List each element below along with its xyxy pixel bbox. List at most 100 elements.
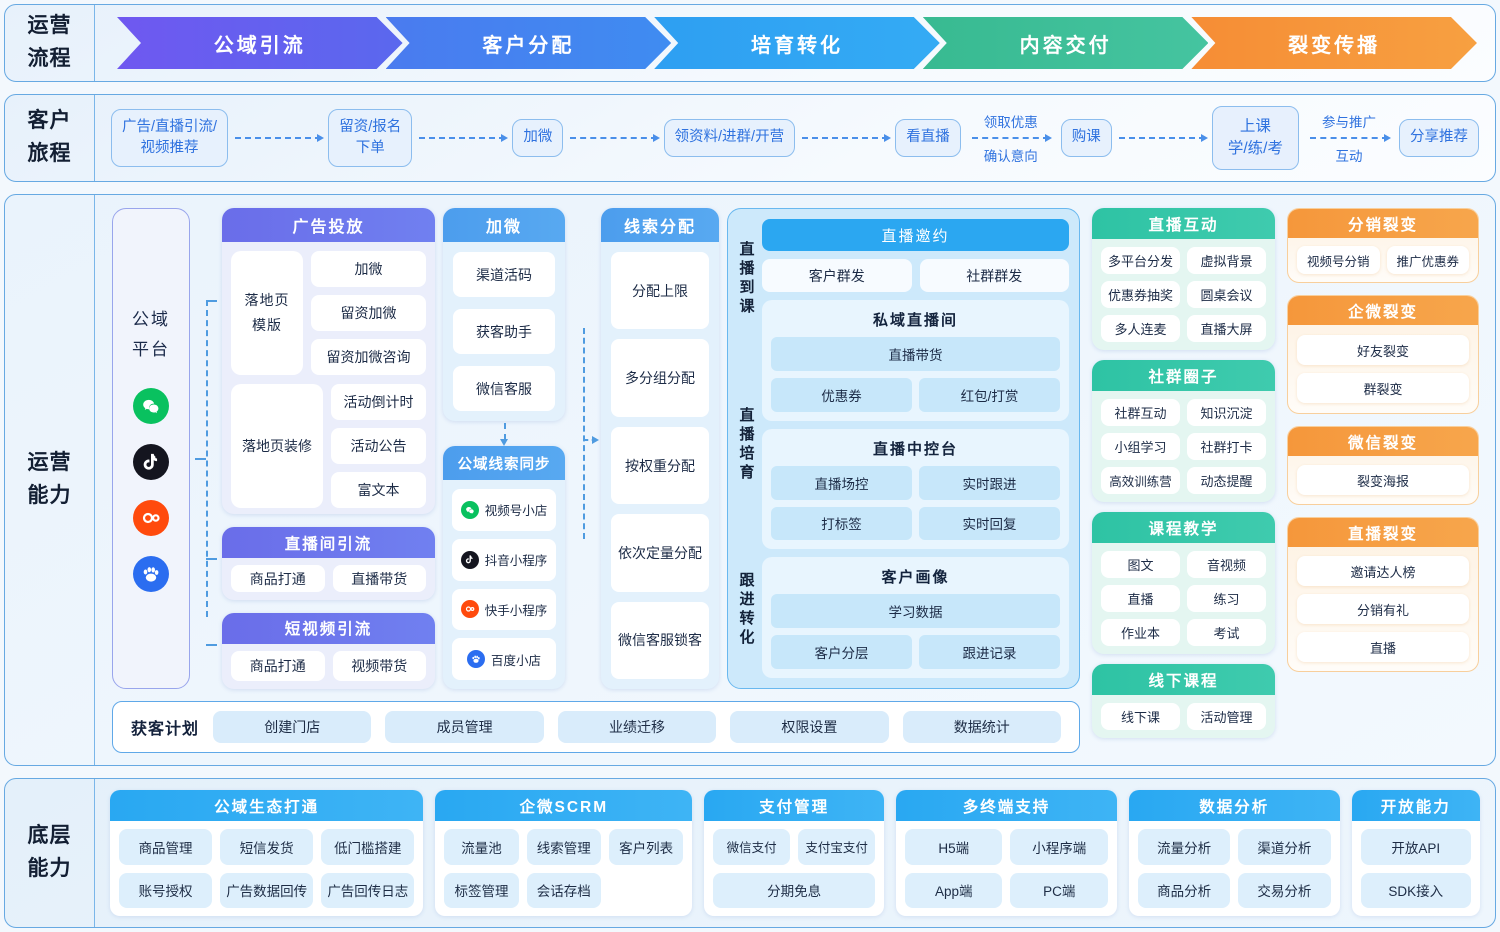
card-title: 公域平台 bbox=[132, 309, 170, 359]
feature-item: 社群打卡 bbox=[1187, 433, 1266, 460]
feature-item: 多平台分发 bbox=[1101, 247, 1180, 274]
card-title: 直播裂变 bbox=[1288, 518, 1478, 547]
feature-item: 直播 bbox=[1297, 632, 1469, 662]
live-invite-button: 直播邀约 bbox=[762, 219, 1069, 251]
card-live-interaction: 直播互动 多平台分发 虚拟背景 优惠券抽奖 圆桌会议 多人连麦 直播大屏 bbox=[1092, 208, 1275, 350]
flow-step-fission-spread: 裂变传播 bbox=[1191, 17, 1477, 69]
journey-step-join-group: 领资料/进群/开营 bbox=[663, 119, 796, 157]
bar-label: 获客计划 bbox=[131, 721, 200, 738]
feature-item: 留资加微咨询 bbox=[311, 339, 426, 375]
feature-item: 活动公告 bbox=[331, 428, 426, 464]
card-title: 课程教学 bbox=[1092, 512, 1275, 543]
feature-item: 多人连麦 bbox=[1101, 315, 1180, 342]
baidu-icon bbox=[133, 556, 169, 593]
card-private-liveroom: 私域直播间 直播带货 优惠券 红包/打赏 bbox=[762, 300, 1069, 421]
feature-item: 商品管理 bbox=[119, 829, 213, 865]
card-open-capability: 开放能力 开放API SDK接入 bbox=[1351, 790, 1480, 916]
dashed-line bbox=[206, 300, 208, 617]
feature-item: 直播 bbox=[1101, 585, 1180, 612]
card-title: 微信裂变 bbox=[1288, 427, 1478, 456]
feature-item: 优惠券 bbox=[771, 377, 912, 412]
card-data-analysis: 数据分析 流量分析 渠道分析 商品分析 交易分析 bbox=[1128, 790, 1340, 916]
card-title: 公域生态打通 bbox=[110, 790, 424, 821]
card-title: 客户画像 bbox=[881, 569, 950, 587]
journey-step-attend-class: 上课 学/练/考 bbox=[1211, 105, 1299, 171]
feature-item: 多分组分配 bbox=[611, 339, 709, 417]
feature-item: App端 bbox=[905, 872, 1003, 908]
plan-item: 成员管理 bbox=[385, 711, 544, 743]
feature-item: 直播带货 bbox=[332, 565, 426, 593]
feature-item: 视频号分销 bbox=[1297, 246, 1380, 274]
card-title: 直播互动 bbox=[1092, 208, 1275, 239]
feature-item: PC端 bbox=[1010, 872, 1108, 908]
feature-item: 富文本 bbox=[331, 472, 426, 508]
feature-item: 考试 bbox=[1187, 619, 1266, 646]
feature-landing-page-decorate: 落地页装修 bbox=[231, 384, 323, 508]
panel-side-label-followup-conversion: 跟进转化 bbox=[737, 572, 755, 648]
kuaishou-icon bbox=[460, 600, 479, 619]
feature-item: 小程序端 bbox=[1010, 829, 1108, 865]
arrow-label-top: 领取优惠 bbox=[983, 115, 1038, 130]
card-title: 广告投放 bbox=[222, 208, 435, 242]
section-label-operation-flow: 运营 流程 bbox=[5, 5, 95, 81]
feature-item: 微信客服 bbox=[453, 366, 555, 411]
sync-item-wechat-shop: 视频号小店 bbox=[452, 489, 556, 531]
journey-step-share-recommend: 分享推荐 bbox=[1398, 119, 1479, 157]
card-wecom-scrm: 企微SCRM 流量池 线索管理 客户列表 标签管理 会话存档 bbox=[435, 790, 693, 916]
flow-step-nurture-conversion: 培育转化 bbox=[654, 17, 940, 69]
feature-item: 广告回传日志 bbox=[321, 872, 415, 908]
journey-step-lead-signup: 留资/报名 下单 bbox=[328, 108, 413, 168]
feature-item: 加微 bbox=[311, 251, 426, 287]
feature-item: 账号授权 bbox=[119, 872, 213, 908]
card-multi-terminal: 多终端支持 H5端 小程序端 App端 PC端 bbox=[896, 790, 1117, 916]
feature-item: 图文 bbox=[1101, 551, 1180, 578]
feature-item: 开放API bbox=[1360, 829, 1471, 865]
journey-arrow bbox=[972, 134, 1053, 142]
wechat-icon bbox=[460, 500, 479, 519]
right-arrow-dashed bbox=[583, 435, 599, 444]
plan-item: 创建门店 bbox=[213, 711, 372, 743]
feature-item: 商品分析 bbox=[1137, 872, 1231, 908]
feature-item: 获客助手 bbox=[453, 309, 555, 354]
section-label-customer-journey: 客户 旅程 bbox=[5, 95, 95, 181]
journey-arrow-coupon: 领取优惠 确认意向 bbox=[965, 111, 1057, 165]
feature-item: 留资加微 bbox=[311, 295, 426, 331]
card-live-fission: 直播裂变 邀请达人榜 分销有礼 直播 bbox=[1287, 517, 1479, 672]
card-wechat-fission: 微信裂变 裂变海报 bbox=[1287, 426, 1479, 505]
feature-item: 推广优惠券 bbox=[1386, 246, 1469, 274]
plan-item: 数据统计 bbox=[902, 711, 1061, 743]
card-add-wechat: 加微 渠道活码 获客助手 微信客服 bbox=[443, 208, 565, 421]
card-title: 私域直播间 bbox=[872, 312, 958, 329]
feature-item: 商品打通 bbox=[231, 650, 325, 681]
journey-arrow bbox=[1310, 134, 1391, 142]
journey-step-ad-intake: 广告/直播引流/ 视频推荐 bbox=[111, 108, 229, 168]
feature-item: 小组学习 bbox=[1101, 433, 1180, 460]
feature-item: 活动倒计时 bbox=[331, 384, 426, 420]
feature-item: 直播场控 bbox=[771, 465, 912, 500]
feature-item: 学习数据 bbox=[771, 594, 1060, 629]
feature-landing-page-template: 落地页模版 bbox=[231, 251, 303, 375]
journey-arrow bbox=[570, 134, 660, 142]
panel-side-label-live-nurture: 直播培育 bbox=[737, 406, 755, 483]
plan-item: 权限设置 bbox=[730, 711, 889, 743]
dashed-stub bbox=[206, 300, 217, 302]
feature-item: 分配上限 bbox=[611, 252, 709, 330]
sync-item-baidu-shop: 百度小店 bbox=[452, 638, 556, 680]
arrow-label-top: 参与推广 bbox=[1321, 115, 1376, 130]
card-title: 企微裂变 bbox=[1288, 296, 1478, 325]
flow-step-content-delivery: 内容交付 bbox=[923, 17, 1209, 69]
card-offline-course: 线下课程 线下课 活动管理 bbox=[1092, 664, 1275, 738]
feature-item: 分期免息 bbox=[713, 872, 876, 908]
card-title: 加微 bbox=[443, 208, 565, 242]
feature-item: 流量分析 bbox=[1137, 829, 1231, 865]
feature-item: 流量池 bbox=[444, 829, 519, 865]
feature-item: 群裂变 bbox=[1297, 373, 1469, 403]
card-title: 线下课程 bbox=[1092, 664, 1275, 695]
feature-item: 社群互动 bbox=[1101, 399, 1180, 426]
card-customer-profile: 客户画像 学习数据 客户分层 跟进记录 bbox=[762, 557, 1069, 679]
feature-item: 实时跟进 bbox=[919, 465, 1060, 500]
tiktok-icon bbox=[460, 550, 479, 569]
feature-item: 音视频 bbox=[1187, 551, 1266, 578]
feature-item: 打标签 bbox=[771, 506, 912, 541]
card-title: 分销裂变 bbox=[1288, 209, 1478, 238]
